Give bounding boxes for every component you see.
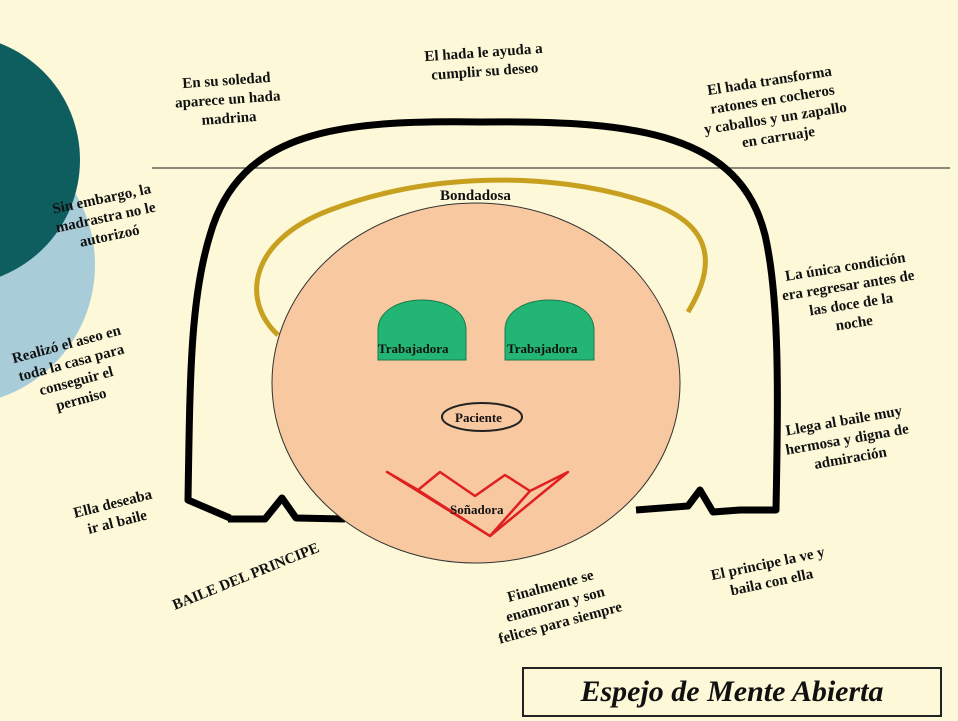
mouth-inner [417, 488, 531, 538]
mouth-label: Soñadora [450, 502, 504, 517]
caption-soledad: En su soledad aparece un hada madrina [174, 69, 281, 129]
head-outline-left-foot [228, 494, 346, 523]
hair-band [254, 177, 708, 337]
mouth [385, 470, 570, 538]
right-eye-label: Trabajadora [507, 341, 578, 356]
title-box: Espejo de Mente Abierta [522, 667, 942, 717]
right-eye [504, 299, 595, 361]
head-outline [184, 118, 781, 522]
nose-oval [441, 402, 523, 432]
left-eye-label: Trabajadora [378, 341, 449, 356]
slide-title: Espejo de Mente Abierta [580, 675, 884, 708]
face [271, 202, 681, 564]
decorative-circle-dark [0, 43, 80, 277]
center-label-bondadosa: Bondadosa [440, 188, 511, 204]
nose-label: Paciente [455, 410, 502, 425]
left-eye [377, 299, 467, 361]
